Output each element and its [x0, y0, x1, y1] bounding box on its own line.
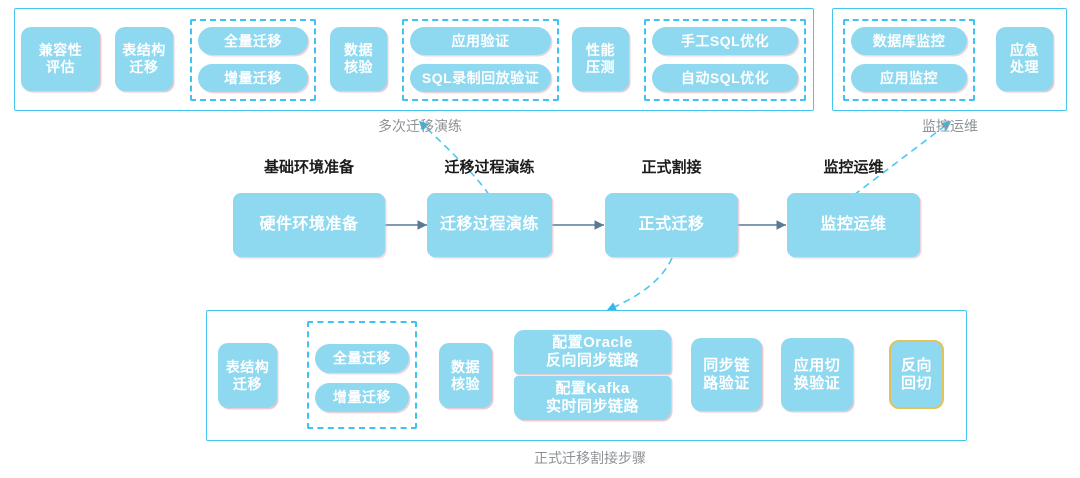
node-label: 表结构 迁移: [122, 42, 166, 75]
node-label: 自动SQL优化: [680, 69, 770, 86]
stage-title-2: 正式割接: [641, 159, 702, 176]
stage-title-1: 迁移过程演练: [444, 159, 535, 176]
group-application-validation: [402, 19, 559, 101]
node-label: 硬件环境准备: [259, 216, 359, 234]
node-manual-sql-optimization[interactable]: 手工SQL优化: [652, 27, 798, 55]
node-incremental-migration-bottom[interactable]: 增量迁移: [315, 383, 409, 412]
node-label: 增量迁移: [333, 389, 391, 406]
node-schema-migration-top[interactable]: 表结构 迁移: [115, 27, 173, 91]
node-label: 数据 核验: [451, 358, 480, 392]
node-label: 全量迁移: [224, 32, 282, 49]
node-performance-test[interactable]: 性能 压测: [572, 27, 629, 91]
caption-monitoring-ops: 监控运维: [922, 118, 978, 134]
node-label: 数据 核验: [344, 42, 373, 75]
node-sql-replay-validation[interactable]: SQL录制回放验证: [410, 64, 551, 92]
node-label: 应用监控: [880, 69, 938, 86]
node-label: 手工SQL优化: [680, 32, 770, 49]
node-label: 表结构 迁移: [225, 358, 270, 392]
node-hardware-env-prep[interactable]: 硬件环境准备: [233, 193, 385, 257]
node-label: 性能 压测: [586, 42, 615, 75]
node-database-monitoring[interactable]: 数据库监控: [851, 27, 967, 55]
group-sql-optimization: [644, 19, 806, 101]
node-label: 应用验证: [451, 32, 510, 49]
node-data-verification-bottom[interactable]: 数据 核验: [439, 343, 492, 408]
node-migration-drill[interactable]: 迁移过程演练: [427, 193, 552, 257]
group-migration-types: [190, 19, 316, 101]
node-emergency-handling[interactable]: 应急 处理: [996, 27, 1053, 91]
node-label: 正式迁移: [638, 216, 705, 234]
node-label: 应急 处理: [1010, 42, 1039, 75]
node-configure-oracle-reverse-sync[interactable]: 配置Oracle 反向同步链路: [514, 330, 671, 374]
node-label: 迁移过程演练: [439, 216, 539, 234]
node-label: 同步链 路验证: [703, 356, 750, 392]
callout-cutover: [606, 257, 673, 312]
node-monitoring-ops[interactable]: 监控运维: [787, 193, 920, 257]
node-compatibility-assessment[interactable]: 兼容性 评估: [21, 27, 100, 91]
stage-title-3: 监控运维: [823, 159, 884, 176]
caption-cutover-steps: 正式迁移割接步骤: [534, 450, 646, 466]
node-label: 增量迁移: [224, 69, 282, 86]
node-formal-migration[interactable]: 正式迁移: [605, 193, 738, 257]
node-label: 监控运维: [820, 216, 887, 234]
node-label: 反向 回切: [900, 356, 932, 392]
node-incremental-migration-top[interactable]: 增量迁移: [198, 64, 308, 92]
node-label: 兼容性 评估: [38, 42, 83, 75]
node-label: 配置Kafka 实时同步链路: [545, 380, 639, 415]
node-full-migration-top[interactable]: 全量迁移: [198, 27, 308, 55]
node-data-verification-top[interactable]: 数据 核验: [330, 27, 387, 91]
caption-migration-drill: 多次迁移演练: [378, 118, 462, 134]
node-auto-sql-optimization[interactable]: 自动SQL优化: [652, 64, 798, 92]
node-sync-link-validation[interactable]: 同步链 路验证: [691, 338, 762, 411]
node-app-switch-validation[interactable]: 应用切 换验证: [781, 338, 853, 411]
node-schema-migration-bottom[interactable]: 表结构 迁移: [218, 343, 277, 408]
node-configure-kafka-realtime-sync[interactable]: 配置Kafka 实时同步链路: [514, 376, 671, 420]
node-reverse-rollback[interactable]: 反向 回切: [889, 340, 944, 409]
node-label: SQL录制回放验证: [421, 69, 540, 86]
node-application-validation[interactable]: 应用验证: [410, 27, 551, 55]
node-label: 配置Oracle 反向同步链路: [545, 334, 639, 369]
node-application-monitoring[interactable]: 应用监控: [851, 64, 967, 92]
stage-title-0: 基础环境准备: [263, 159, 354, 176]
node-label: 数据库监控: [872, 32, 946, 49]
group-migration-types-bottom: [307, 321, 417, 429]
node-full-migration-bottom[interactable]: 全量迁移: [315, 344, 409, 373]
node-label: 全量迁移: [333, 350, 391, 367]
node-label: 应用切 换验证: [793, 356, 841, 392]
group-monitoring: [843, 19, 975, 101]
